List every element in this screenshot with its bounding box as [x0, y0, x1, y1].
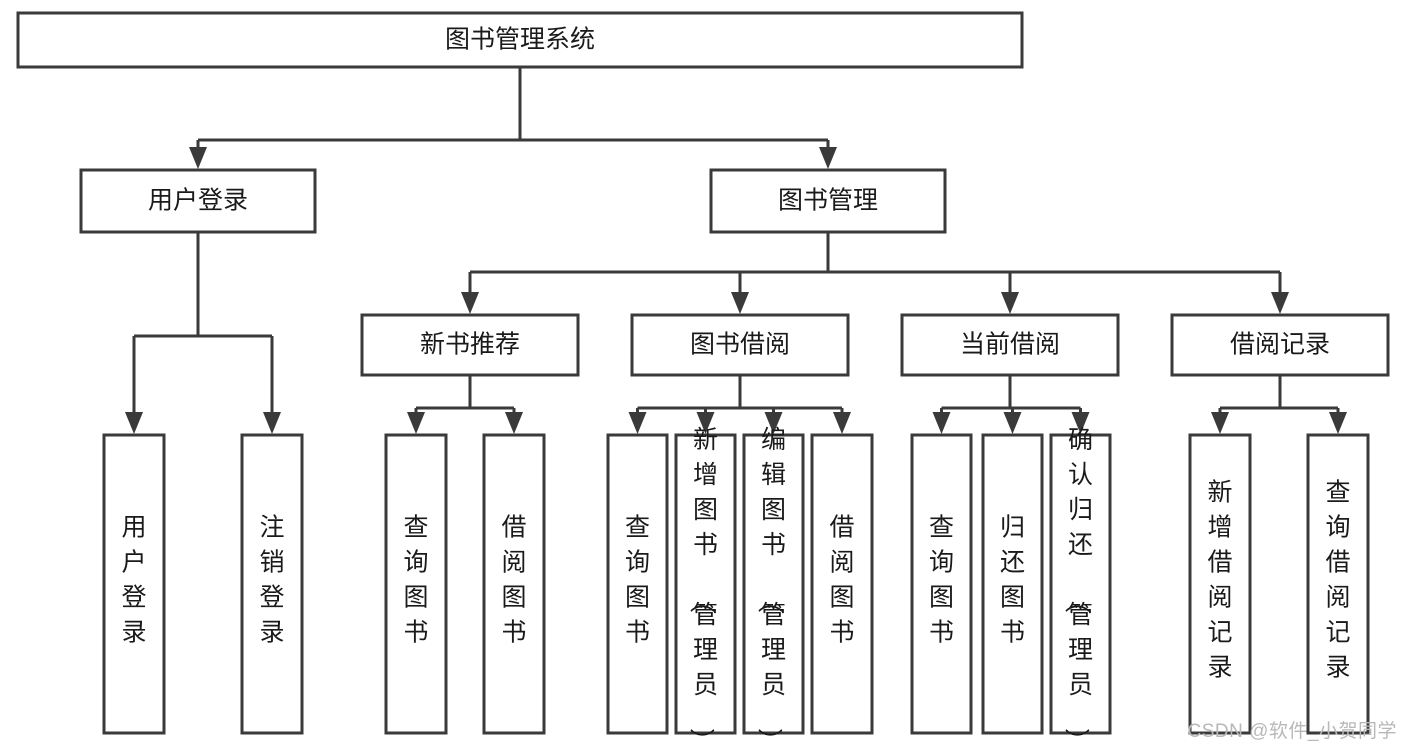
node-label-leaf-edit-book: 编辑图书（管理员） [755, 426, 786, 747]
node-leaf-return-book[interactable]: 归还图书 [981, 433, 1044, 735]
node-box-leaf-return-book [981, 433, 1044, 735]
node-label-leaf-borrow-book-2: 借阅图书 [829, 514, 854, 647]
node-leaf-user-logout[interactable]: 注销登录 [240, 433, 304, 735]
node-label-leaf-add-borrow-record: 新增借阅记录 [1207, 479, 1232, 682]
node-label-leaf-confirm-return: 确认归还（管理员） [1062, 426, 1093, 747]
node-box-leaf-add-book [674, 433, 737, 735]
node-box-leaf-user-logout [240, 433, 304, 735]
arrow-down-icon-current-borrow-1 [1003, 412, 1022, 434]
node-label-leaf-add-book: 新增图书（管理员） [687, 426, 718, 747]
arrow-down-icon-borrow-record-0 [1211, 412, 1229, 434]
node-box-leaf-query-book-2 [606, 433, 669, 735]
node-box-leaf-query-borrow-record [1306, 433, 1370, 735]
node-box-leaf-borrow-book-2 [810, 433, 874, 735]
node-leaf-query-book-3[interactable]: 查询图书 [910, 433, 973, 735]
node-box-borrow-record [1170, 313, 1390, 377]
arrow-down-icon-current-borrow-2 [1071, 412, 1090, 434]
arrow-down-icon-book-borrow-2 [764, 412, 783, 434]
arrow-down-icon-book-borrow-3 [833, 412, 851, 434]
node-box-leaf-add-borrow-record [1188, 433, 1252, 735]
node-new-book-recommend[interactable]: 新书推荐 [360, 313, 580, 377]
node-box-leaf-borrow-book-1 [482, 433, 546, 735]
node-leaf-add-book[interactable]: 新增图书（管理员） [674, 426, 737, 747]
arrow-down-icon-root-1 [819, 147, 837, 169]
arrow-down-icon-user-login-0 [125, 412, 143, 434]
node-label-leaf-user-login: 用户登录 [121, 514, 146, 647]
node-label-leaf-query-borrow-record: 查询借阅记录 [1325, 479, 1350, 682]
node-leaf-edit-book[interactable]: 编辑图书（管理员） [742, 426, 805, 747]
node-current-borrow[interactable]: 当前借阅 [900, 313, 1120, 377]
arrow-down-icon-new-book-recommend-0 [407, 412, 425, 434]
arrow-down-icon-book-manage-2 [1001, 292, 1019, 314]
arrow-down-icon-book-manage-0 [461, 292, 479, 314]
node-label-leaf-borrow-book-1: 借阅图书 [501, 514, 526, 647]
node-box-current-borrow [900, 313, 1120, 377]
node-borrow-record[interactable]: 借阅记录 [1170, 313, 1390, 377]
node-leaf-query-borrow-record[interactable]: 查询借阅记录 [1306, 433, 1370, 735]
node-leaf-query-book-2[interactable]: 查询图书 [606, 433, 669, 735]
connector-layer [125, 67, 1347, 434]
node-box-book-manage [709, 168, 947, 234]
node-label-undefined: 图书管理系统 [445, 26, 595, 54]
node-user-login[interactable]: 用户登录 [79, 168, 317, 234]
arrow-down-icon-borrow-record-1 [1329, 412, 1347, 434]
arrow-down-icon-book-manage-3 [1271, 292, 1289, 314]
arrow-down-icon-root-0 [189, 147, 207, 169]
node-label-new-book-recommend: 新书推荐 [420, 331, 520, 359]
node-box-leaf-user-login [102, 433, 166, 735]
arrow-down-icon-book-borrow-1 [696, 412, 715, 434]
node-box-book-borrow [630, 313, 850, 377]
node-label-leaf-query-book-3: 查询图书 [929, 514, 954, 647]
node-leaf-borrow-book-2[interactable]: 借阅图书 [810, 433, 874, 735]
node-box-leaf-confirm-return [1049, 433, 1112, 735]
node-label-current-borrow: 当前借阅 [960, 331, 1060, 359]
node-box-leaf-query-book-1 [384, 433, 448, 735]
node-book-manage[interactable]: 图书管理 [709, 168, 947, 234]
node-box-leaf-edit-book [742, 433, 805, 735]
node-label-borrow-record: 借阅记录 [1230, 331, 1330, 359]
node-label-book-borrow: 图书借阅 [690, 331, 790, 359]
node-box-undefined [16, 11, 1024, 69]
node-layer: 图书管理系统用户登录图书管理新书推荐图书借阅当前借阅借阅记录用户登录注销登录查询… [16, 11, 1390, 747]
node-leaf-borrow-book-1[interactable]: 借阅图书 [482, 433, 546, 735]
arrow-down-icon-user-login-1 [263, 412, 281, 434]
arrow-down-icon-new-book-recommend-1 [505, 412, 523, 434]
node-label-leaf-user-logout: 注销登录 [259, 514, 284, 647]
arrow-down-icon-current-borrow-0 [932, 412, 951, 434]
node-box-new-book-recommend [360, 313, 580, 377]
node-book-borrow[interactable]: 图书借阅 [630, 313, 850, 377]
node-label-leaf-query-book-2: 查询图书 [625, 514, 650, 647]
node-label-leaf-return-book: 归还图书 [1000, 514, 1025, 647]
node-label-book-manage: 图书管理 [778, 187, 878, 215]
node-leaf-confirm-return[interactable]: 确认归还（管理员） [1049, 426, 1112, 747]
node-box-user-login [79, 168, 317, 234]
node-label-user-login: 用户登录 [148, 187, 248, 215]
node-label-leaf-query-book-1: 查询图书 [403, 514, 428, 647]
arrow-down-icon-book-manage-1 [731, 292, 749, 314]
node-box-leaf-query-book-3 [910, 433, 973, 735]
node-undefined[interactable]: 图书管理系统 [16, 11, 1024, 69]
node-leaf-add-borrow-record[interactable]: 新增借阅记录 [1188, 433, 1252, 735]
arrow-down-icon-book-borrow-0 [628, 412, 647, 434]
csdn-watermark: CSDN @软件_小贺同学 [1187, 721, 1397, 742]
node-leaf-user-login[interactable]: 用户登录 [102, 433, 166, 735]
node-leaf-query-book-1[interactable]: 查询图书 [384, 433, 448, 735]
